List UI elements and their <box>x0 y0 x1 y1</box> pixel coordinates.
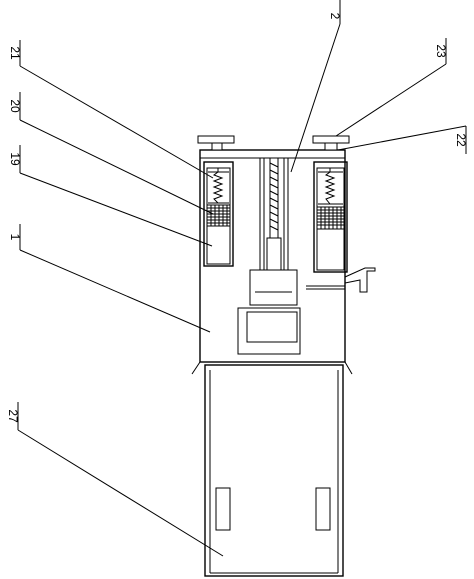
leader-line-22 <box>337 125 467 154</box>
lower-box <box>204 364 344 577</box>
side-bracket <box>306 267 376 293</box>
leader-line-21 <box>19 40 214 179</box>
leader-line-19 <box>19 145 213 247</box>
leader-line-2 <box>290 0 341 173</box>
leader-line-1 <box>19 224 211 333</box>
leader-line-23 <box>335 38 447 137</box>
right-cylinder-assembly <box>313 161 348 273</box>
lower-right-slot <box>315 487 331 531</box>
label-27: 27 <box>6 409 20 423</box>
label-19: 19 <box>8 152 22 166</box>
left-piston-hatch <box>206 204 231 227</box>
upper-housing <box>199 149 346 363</box>
central-screw-column <box>259 158 289 271</box>
left-cylinder-assembly <box>203 161 234 267</box>
right-piston-hatch <box>316 206 345 230</box>
housing-bevel-left <box>191 361 201 375</box>
leader-line-27 <box>17 402 224 557</box>
lower-frame-outline <box>237 307 301 355</box>
label-22: 22 <box>454 133 468 147</box>
left-top-knob <box>197 135 235 151</box>
right-top-knob <box>312 135 350 151</box>
label-1: 1 <box>8 234 22 241</box>
leader-line-20 <box>19 92 214 215</box>
motor-block <box>249 269 298 306</box>
label-21: 21 <box>8 46 22 60</box>
housing-bevel-right <box>344 361 353 375</box>
gear-box <box>246 311 298 343</box>
label-23: 23 <box>434 44 448 58</box>
label-20: 20 <box>8 99 22 113</box>
lower-left-slot <box>215 487 231 531</box>
label-2: 2 <box>328 13 342 20</box>
